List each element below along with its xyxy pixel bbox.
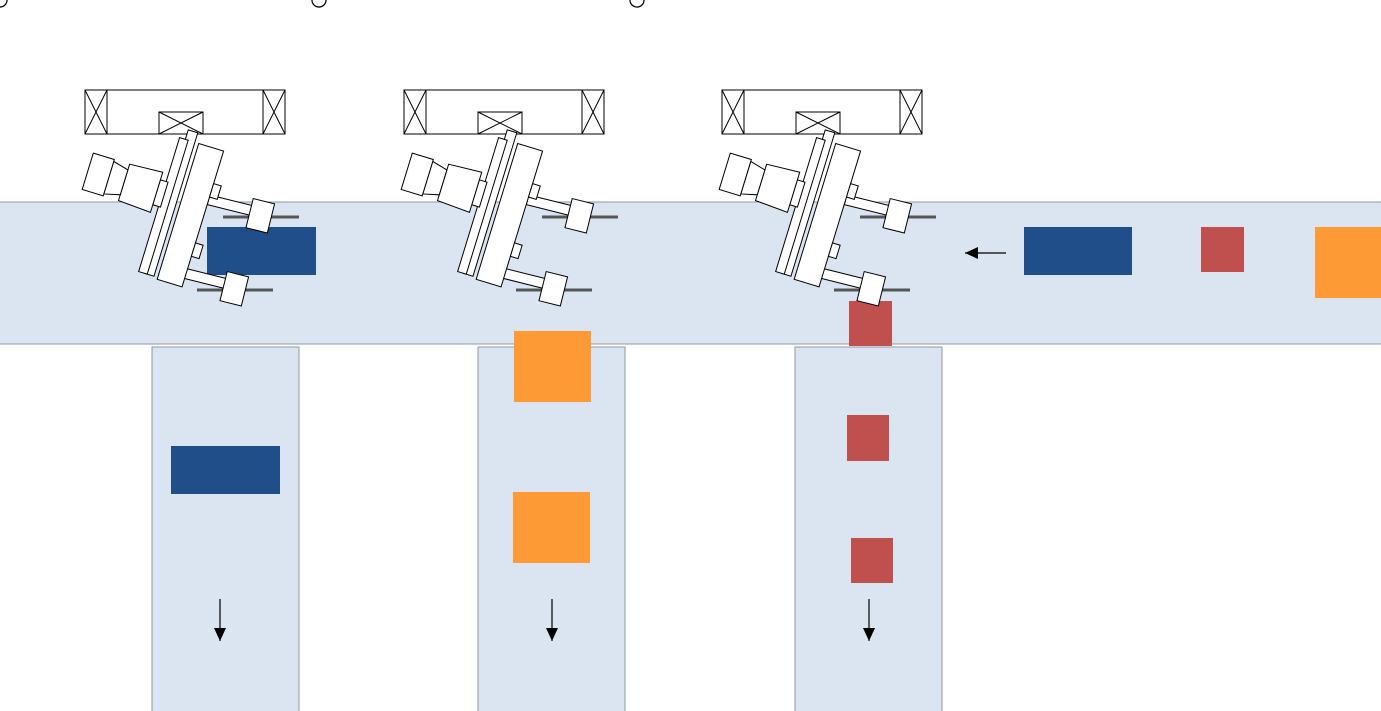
robot-2 xyxy=(311,0,618,307)
gripper-icon xyxy=(629,0,910,307)
arrow-icon xyxy=(965,247,1006,259)
motor-icon xyxy=(81,152,169,214)
package-red xyxy=(847,415,889,461)
robot-plate xyxy=(475,142,544,288)
gantry-bearing-icon xyxy=(795,111,841,135)
arrow-icon xyxy=(863,599,875,641)
flow-arrows xyxy=(214,247,1006,641)
arrow-icon xyxy=(214,599,226,641)
motor-icon xyxy=(718,152,806,214)
sort-lane-1 xyxy=(151,346,300,711)
robot-body xyxy=(81,129,225,288)
gantry-bearing-icon xyxy=(721,89,745,135)
package-red xyxy=(1201,227,1244,272)
gantry-bearing-icon xyxy=(403,89,427,135)
package-blue xyxy=(1024,227,1132,275)
gripper-icon xyxy=(0,0,299,234)
gantry-bearing-icon xyxy=(581,89,605,135)
gripper-icon xyxy=(0,0,273,307)
robot-plate xyxy=(793,142,862,288)
package-red xyxy=(851,538,893,583)
conveyor-belts xyxy=(0,201,1381,711)
gantry-bearing-icon xyxy=(84,89,108,135)
packages xyxy=(171,227,1381,583)
robot-body xyxy=(400,129,544,288)
robot-body xyxy=(718,129,862,288)
robot-plate xyxy=(156,142,225,288)
arrow-icon xyxy=(546,599,558,641)
package-orange xyxy=(1315,227,1381,298)
gantry-bearing-icon xyxy=(477,111,523,135)
gantry-bearing-icon xyxy=(158,111,204,135)
robot-1 xyxy=(0,0,299,307)
robot-3 xyxy=(629,0,936,307)
package-blue xyxy=(207,227,316,275)
gripper-icon xyxy=(311,0,618,234)
package-blue xyxy=(171,446,280,494)
package-orange xyxy=(514,331,591,402)
robot-arms xyxy=(0,0,936,307)
gantry-bearing-icon xyxy=(262,89,286,135)
motor-icon xyxy=(400,152,488,214)
gripper-icon xyxy=(311,0,592,307)
gantry-bearing-icon xyxy=(899,89,923,135)
package-red xyxy=(849,301,892,346)
sort-lane-3 xyxy=(794,346,943,711)
package-orange xyxy=(513,492,590,563)
